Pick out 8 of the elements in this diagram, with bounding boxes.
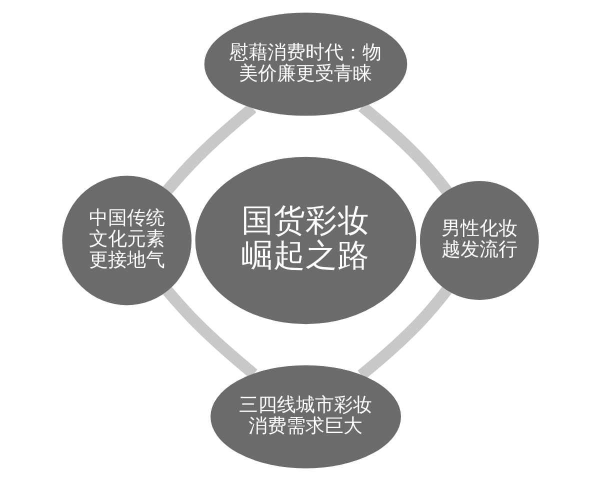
node-ellipse: 国货彩妆崛起之路 (194, 156, 416, 324)
connector (357, 286, 452, 380)
node-ellipse: 慰藉消费时代：物美价廉更受青睐 (204, 12, 407, 116)
connector (358, 102, 452, 194)
node-ellipse: 三四线城市彩妆消费需求巨大 (210, 364, 400, 468)
node-circle: 男性化妆越发流行 (419, 180, 538, 300)
connector (162, 286, 257, 378)
node-circle: 中国传统文化元素更接地气 (62, 175, 192, 305)
